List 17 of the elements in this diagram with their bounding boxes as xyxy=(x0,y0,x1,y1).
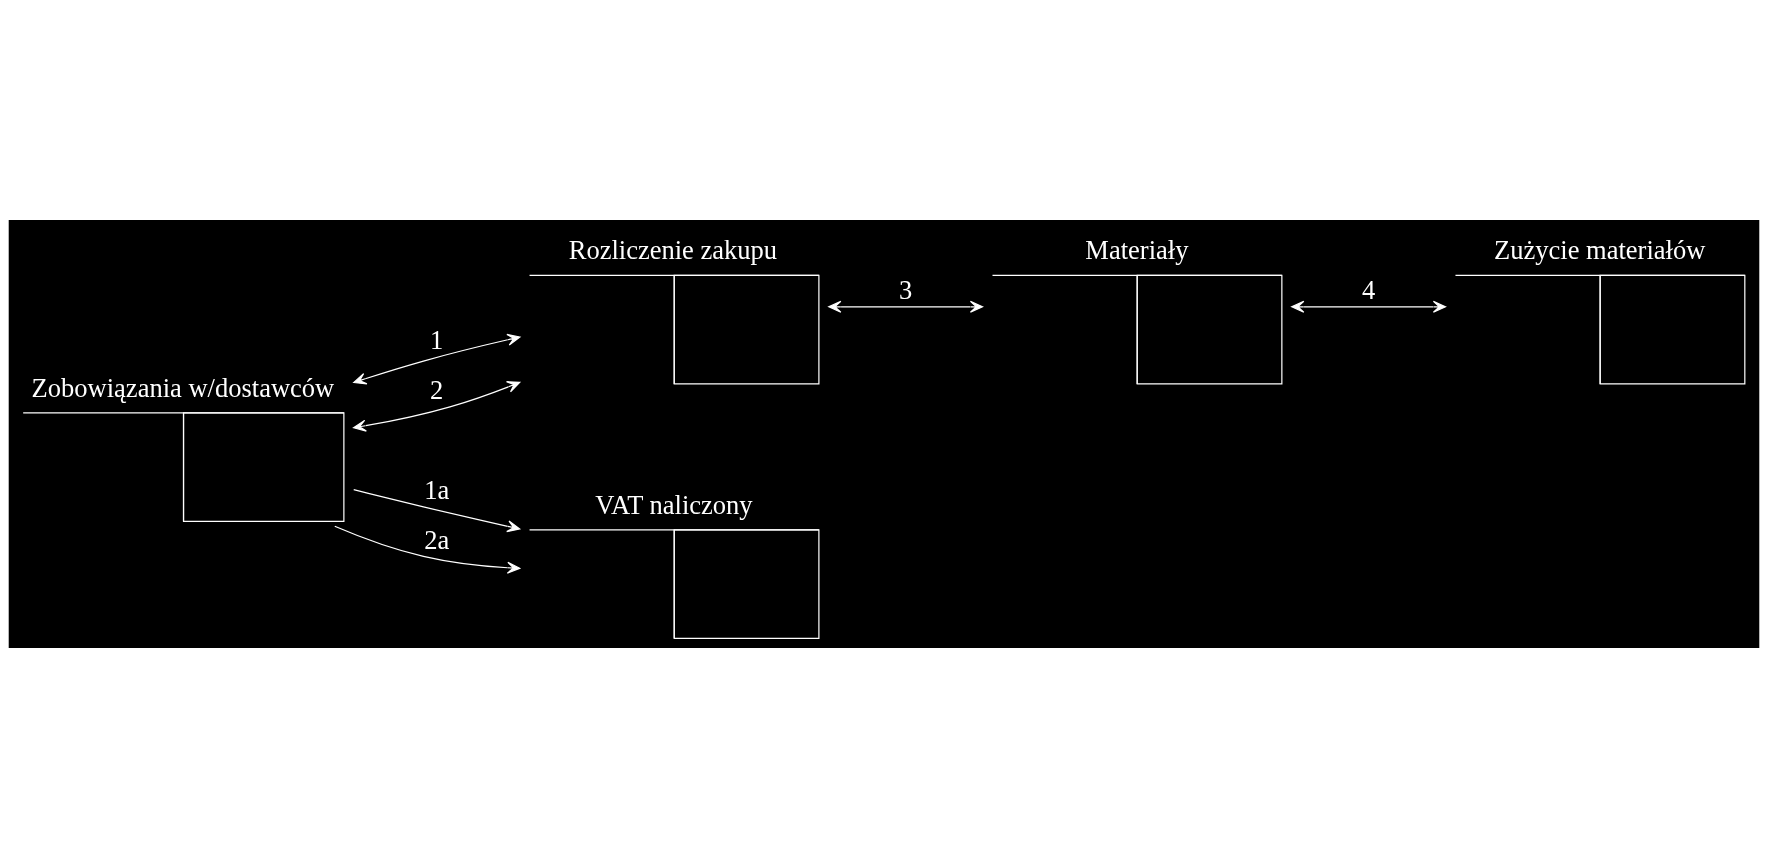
arrow xyxy=(353,488,521,533)
arrow xyxy=(352,381,521,432)
edge-label: 1a xyxy=(424,475,450,506)
arrow xyxy=(334,525,521,574)
node-label: Materiały xyxy=(1085,235,1189,266)
node-label: VAT naliczony xyxy=(595,489,753,520)
arrow xyxy=(828,300,984,313)
edge-label: 1 xyxy=(430,324,444,355)
edge-label: 3 xyxy=(899,275,913,306)
edge-label: 4 xyxy=(1362,275,1376,306)
edge-label: 2a xyxy=(424,524,450,555)
arrow xyxy=(353,333,521,385)
node-label: Zużycie materiałów xyxy=(1494,235,1706,266)
edge-label: 2 xyxy=(430,375,444,406)
arrow xyxy=(1291,300,1447,313)
node-label: Zobowiązania w/dostawców xyxy=(31,372,335,403)
node-label: Rozliczenie zakupu xyxy=(568,235,778,266)
